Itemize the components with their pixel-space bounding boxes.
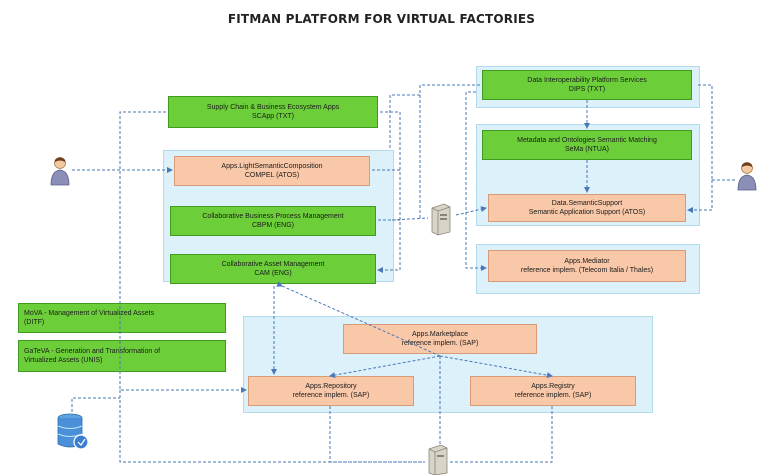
dips-box[interactable]: Data Interoperability Platform Services … xyxy=(482,70,692,100)
connector-server-right xyxy=(455,206,487,216)
connector-right-left-v xyxy=(465,91,487,271)
connector-market-repo xyxy=(329,355,441,379)
mova-box[interactable]: MoVA - Management of Virtualized Assets … xyxy=(18,303,226,333)
server-icon xyxy=(428,444,448,475)
sas-owner: Semantic Application Support (ATOS) xyxy=(528,209,646,216)
compel-box[interactable]: Apps.LightSemanticComposition COMPEL (AT… xyxy=(174,156,370,186)
registry-owner: reference implem. (SAP) xyxy=(514,392,592,399)
database-icon xyxy=(57,413,89,450)
sas-box[interactable]: Data.SemanticSupport Semantic Applicatio… xyxy=(488,194,686,222)
compel-owner: COMPEL (ATOS) xyxy=(244,172,300,179)
sas-name: Data.SemanticSupport xyxy=(551,200,623,207)
cam-box[interactable]: Collaborative Asset Management CAM (ENG) xyxy=(170,254,376,284)
semma-name: Metadata and Ontologies Semantic Matchin… xyxy=(517,137,657,144)
mova-owner: (DITF) xyxy=(24,319,45,326)
server-icon xyxy=(431,203,451,236)
semma-box[interactable]: Metadata and Ontologies Semantic Matchin… xyxy=(482,130,692,160)
connector-cam-marketplace xyxy=(276,281,441,357)
diagram-title: FITMAN PLATFORM FOR VIRTUAL FACTORIES xyxy=(227,12,536,26)
marketplace-name: Apps.Marketplace xyxy=(411,331,469,338)
connector-market-registry xyxy=(439,355,553,379)
repository-box[interactable]: Apps.Repository reference implem. (SAP) xyxy=(248,376,414,406)
connector-right-user-sas xyxy=(687,180,713,213)
dips-owner: DIPS (TXT) xyxy=(568,86,606,93)
connector-dips-scapp xyxy=(419,84,480,220)
connector-bottom-left xyxy=(119,390,425,463)
gatova-name: GaTeVA - Generation and Transformation o… xyxy=(24,348,161,355)
user-icon xyxy=(50,157,70,186)
gatova-owner: Virtualized Assets (UNIS) xyxy=(24,357,103,364)
cam-owner: CAM (ENG) xyxy=(254,270,292,277)
scapp-box[interactable]: Supply Chain & Business Ecosystem Apps S… xyxy=(168,96,378,128)
gatova-box[interactable]: GaTeVA - Generation and Transformation o… xyxy=(18,340,226,372)
connector-left-loop xyxy=(119,111,247,393)
connector-left-to-dips xyxy=(389,94,420,150)
connector-center-to-server xyxy=(391,217,429,221)
cbpm-owner: CBPM (ENG) xyxy=(252,222,294,229)
user-icon xyxy=(737,162,757,191)
semma-owner: SeMa (NTUA) xyxy=(565,146,609,153)
compel-name: Apps.LightSemanticComposition xyxy=(221,163,323,170)
registry-box[interactable]: Apps.Registry reference implem. (SAP) xyxy=(470,376,636,406)
marketplace-owner: reference implem. (SAP) xyxy=(401,340,479,347)
mediator-owner: reference implem. (Telecom Italia / Thal… xyxy=(520,267,654,274)
connector-bottom-repo xyxy=(329,406,425,463)
registry-name: Apps.Registry xyxy=(531,383,575,390)
connector-bottom-registry xyxy=(448,406,553,463)
dips-name: Data Interoperability Platform Services xyxy=(527,77,647,84)
mediator-name: Apps.Mediator xyxy=(564,258,610,265)
marketplace-box[interactable]: Apps.Marketplace reference implem. (SAP) xyxy=(343,324,537,354)
connector-right-user-dips xyxy=(698,84,713,180)
cam-name: Collaborative Asset Management xyxy=(221,261,325,268)
scapp-name: Supply Chain & Business Ecosystem Apps xyxy=(206,104,340,111)
connector-center-right-v xyxy=(377,111,401,273)
connector-db xyxy=(71,397,120,412)
cbpm-name: Collaborative Business Process Managemen… xyxy=(202,213,344,220)
mediator-box[interactable]: Apps.Mediator reference implem. (Telecom… xyxy=(488,250,686,282)
cbpm-box[interactable]: Collaborative Business Process Managemen… xyxy=(170,206,376,236)
mova-name: MoVA - Management of Virtualized Assets xyxy=(24,310,155,317)
scapp-owner: SCApp (TXT) xyxy=(251,113,294,120)
repository-owner: reference implem. (SAP) xyxy=(292,392,370,399)
repository-name: Apps.Repository xyxy=(305,383,357,390)
